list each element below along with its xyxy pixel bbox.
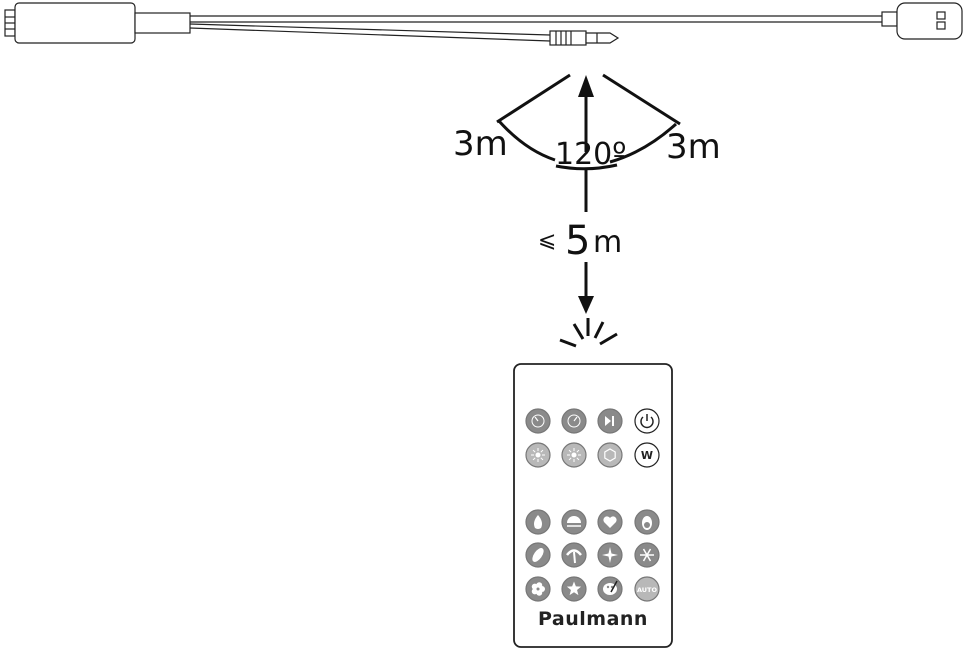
- svg-text:W: W: [641, 449, 653, 462]
- leaf-icon: [532, 548, 544, 562]
- brand-label: Paulmann: [538, 608, 648, 630]
- angle-label: 120º: [555, 137, 626, 172]
- svg-text:AUTO: AUTO: [637, 586, 658, 594]
- right-distance-label: 3m: [666, 127, 721, 167]
- remote-button-dimmer-down[interactable]: [525, 408, 551, 434]
- remote-button-auto-mode[interactable]: AUTO: [634, 576, 660, 602]
- range-unit: m: [593, 225, 622, 260]
- remote-button-dimmer-up[interactable]: [561, 408, 587, 434]
- remote-button-sparkle[interactable]: [597, 542, 623, 568]
- remote-button-palette[interactable]: [597, 576, 623, 602]
- remote-button-star[interactable]: [561, 576, 587, 602]
- right-boundary-line: [602, 73, 681, 126]
- sunset-icon: [567, 516, 581, 527]
- remote-button-snowflake[interactable]: [634, 542, 660, 568]
- snowflake-icon: [640, 548, 654, 562]
- dimmer-down-icon: [531, 414, 545, 428]
- remote-button-sunset[interactable]: [561, 509, 587, 535]
- left-boundary-line: [496, 73, 571, 124]
- range-value: 5: [565, 218, 590, 264]
- remote-button-sun-bright[interactable]: [561, 442, 587, 468]
- sensor-receiver-box: [14, 2, 136, 44]
- remote-button-sun-dim[interactable]: [525, 442, 551, 468]
- remote-button-grid: W AUTO: [525, 408, 660, 602]
- dimmer-up-icon: [567, 414, 581, 428]
- hexagon-icon: [604, 448, 616, 462]
- palette-icon: [603, 580, 618, 595]
- remote-button-flower[interactable]: [525, 576, 551, 602]
- flame-icon: [534, 515, 542, 529]
- range-arrow: [578, 170, 594, 314]
- star-icon: [566, 581, 582, 596]
- remote-button-heart[interactable]: [597, 509, 623, 535]
- range-prefix: ⩽: [538, 228, 556, 253]
- sun-dim-icon: [531, 448, 545, 462]
- remote-button-hexagon[interactable]: [597, 442, 623, 468]
- remote-button-flame[interactable]: [525, 509, 551, 535]
- egg-icon: [642, 516, 652, 530]
- remote-button-palm-tree[interactable]: [561, 542, 587, 568]
- play-pause-icon: [605, 416, 614, 426]
- remote-button-power[interactable]: [634, 408, 660, 434]
- range-arc: [497, 119, 556, 162]
- cable-assembly: [4, 2, 963, 46]
- remote-button-white-mode[interactable]: W: [634, 442, 660, 468]
- remote-button-leaf[interactable]: [525, 542, 551, 568]
- white-mode-icon: W: [641, 449, 653, 462]
- power-icon: [640, 414, 654, 429]
- remote-body: [513, 363, 673, 648]
- up-arrow-head: [578, 75, 594, 97]
- remote-button-egg[interactable]: [634, 509, 660, 535]
- signal-rays-icon: [559, 318, 618, 348]
- sun-bright-icon: [567, 448, 581, 462]
- remote-button-play-pause[interactable]: [597, 408, 623, 434]
- auto-mode-icon: AUTO: [637, 586, 658, 594]
- heart-icon: [603, 516, 617, 528]
- detection-angle: [496, 73, 681, 171]
- sparkle-icon: [602, 547, 618, 563]
- flower-icon: [531, 582, 545, 596]
- left-distance-label: 3m: [453, 124, 508, 164]
- usb-plug: [896, 2, 963, 40]
- palm-tree-icon: [566, 549, 582, 564]
